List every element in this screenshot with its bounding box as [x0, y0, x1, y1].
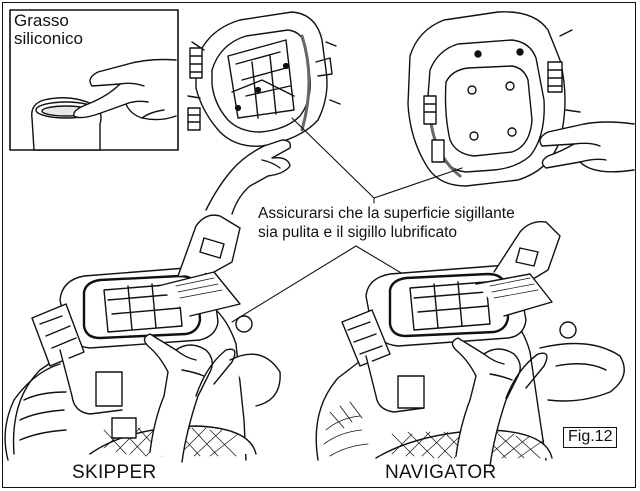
hand-skipper — [143, 333, 236, 463]
hand-top-right — [539, 121, 635, 173]
inset-label-line2: siliconico — [14, 28, 83, 48]
top-left-housing — [187, 11, 341, 147]
top-right-housing — [407, 11, 581, 187]
seal-note: Assicurarsi che la superficie sigillante… — [258, 205, 515, 242]
caption-skipper: SKIPPER — [72, 462, 157, 483]
inset-label-line1: Grasso — [14, 11, 69, 30]
seal-note-line2: sia pulita e il sigillo lubrificato — [258, 223, 458, 241]
inset-label: Grasso siliconico — [14, 12, 83, 48]
figure-number: Fig.12 — [563, 427, 618, 448]
seal-note-line1: Assicurarsi che la superficie sigillante — [258, 205, 515, 222]
caption-navigator: NAVIGATOR — [385, 462, 497, 483]
hand-navigator — [451, 337, 548, 467]
hand-top-left — [205, 139, 292, 215]
inset-grease-illustration — [9, 9, 179, 151]
skipper-illustration — [4, 214, 281, 461]
